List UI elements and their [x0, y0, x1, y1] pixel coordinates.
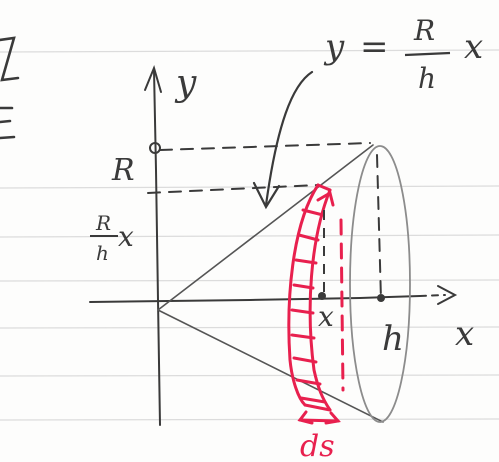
radius-numerator: R [95, 211, 111, 235]
margin-marks [0, 36, 20, 140]
surface-strip [287, 183, 345, 425]
eq-equals: = [360, 27, 389, 67]
equation: y = R h x [323, 14, 483, 95]
x-axis-label: x [455, 314, 474, 354]
h-label: h [382, 319, 404, 359]
ruled-lines [0, 49, 499, 421]
x-point [318, 292, 326, 300]
cone-outline [157, 144, 411, 423]
radius-var: x [118, 220, 134, 253]
ds-label: ds [300, 429, 335, 462]
guide-lines [147, 142, 382, 301]
equation-arrow [252, 70, 314, 210]
y-axis-label: y [174, 63, 197, 104]
eq-numerator: R [413, 14, 435, 47]
eq-denominator: h [418, 62, 436, 95]
eq-fraction-bar [404, 51, 451, 57]
radius-denominator: h [96, 241, 109, 265]
r-point [149, 142, 161, 154]
x-position-label: x [318, 300, 334, 333]
y-axis [144, 64, 162, 426]
r-label: R [111, 153, 135, 188]
h-point [377, 294, 385, 302]
eq-var: x [464, 27, 483, 67]
eq-lhs: y [323, 27, 345, 67]
x-axis [89, 285, 458, 305]
